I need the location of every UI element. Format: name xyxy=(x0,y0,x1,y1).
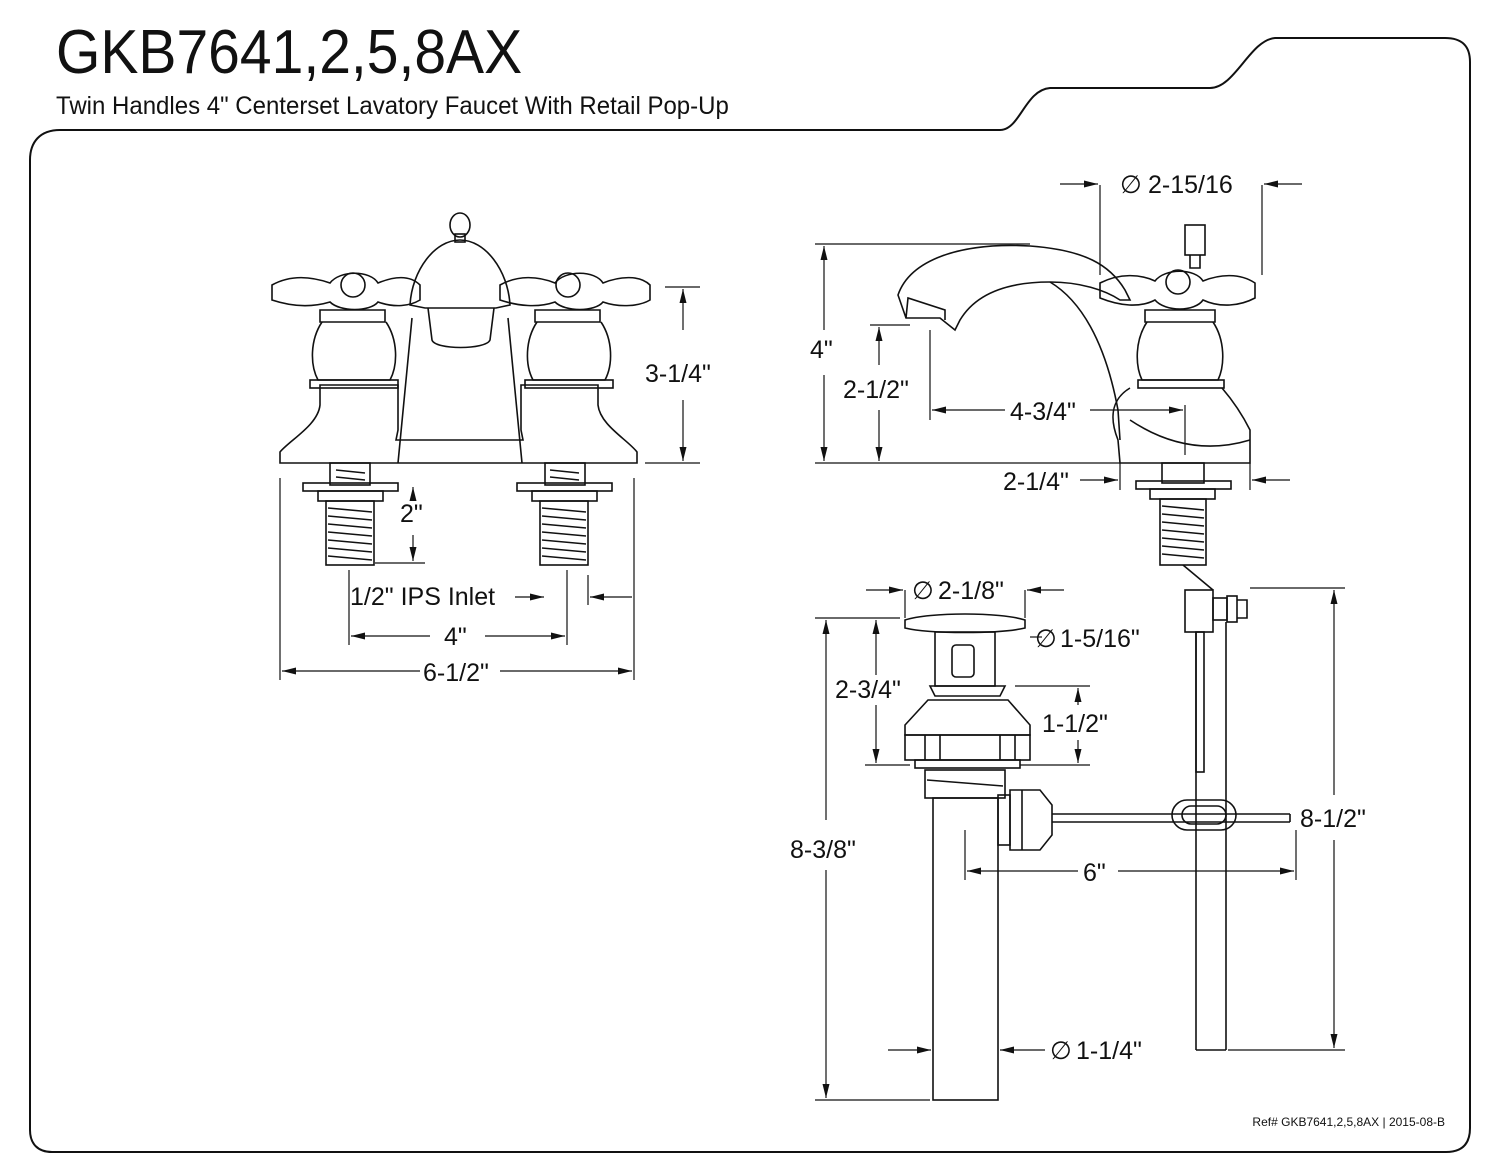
dim-front-height: 3-1/4" xyxy=(645,360,711,388)
dim-lift-rod-height: 8-1/2" xyxy=(1300,805,1366,833)
drain-assembly xyxy=(904,613,1291,1101)
dim-reach: 4-3/4" xyxy=(1010,398,1076,426)
dim-side-height: 4" xyxy=(810,336,833,364)
reference-number: Ref# GKB7641,2,5,8AX | 2015-08-B xyxy=(1252,1115,1445,1129)
dim-body-height: 2-3/4" xyxy=(835,676,901,704)
dim-total-height: 8-3/8" xyxy=(790,836,856,864)
dim-shank-length: 2" xyxy=(400,500,423,528)
dim-tailpiece-diameter: 1-1/4" xyxy=(1076,1037,1142,1065)
dim-stopper-diameter: 1-5/16" xyxy=(1060,625,1140,653)
diameter-icon: ∅ xyxy=(912,577,934,605)
dim-spout-height: 2-1/2" xyxy=(843,376,909,404)
drain-dimensions xyxy=(815,586,1345,1101)
model-title: GKB7641,2,5,8AX xyxy=(56,18,523,87)
side-view-dimensions xyxy=(815,180,1302,490)
drawing-frame xyxy=(29,37,1471,1153)
side-view xyxy=(897,224,1256,1051)
product-description: Twin Handles 4" Centerset Lavatory Fauce… xyxy=(56,92,729,120)
dim-inlet: 1/2" IPS Inlet xyxy=(350,583,495,611)
dim-nut-height: 1-1/2" xyxy=(1042,710,1108,738)
dim-handle-diameter: 2-15/16 xyxy=(1148,171,1233,199)
side-handle-icon xyxy=(1099,224,1256,389)
diameter-icon: ∅ xyxy=(1120,171,1142,199)
diameter-icon: ∅ xyxy=(1035,625,1057,653)
dim-flange-diameter: 2-1/8" xyxy=(938,577,1004,605)
dim-center: 4" xyxy=(444,623,467,651)
diameter-icon: ∅ xyxy=(1050,1037,1072,1065)
left-handle-icon xyxy=(271,272,421,389)
right-shank-icon xyxy=(516,462,613,566)
front-view-dimensions xyxy=(279,286,700,680)
front-view xyxy=(271,212,651,566)
spout-icon xyxy=(897,244,1132,332)
left-shank-icon xyxy=(302,462,399,566)
dim-rod-length: 6" xyxy=(1083,859,1106,887)
dim-base-depth: 2-1/4" xyxy=(1003,468,1069,496)
dim-front-width: 6-1/2" xyxy=(423,659,489,687)
right-handle-icon xyxy=(499,272,651,389)
